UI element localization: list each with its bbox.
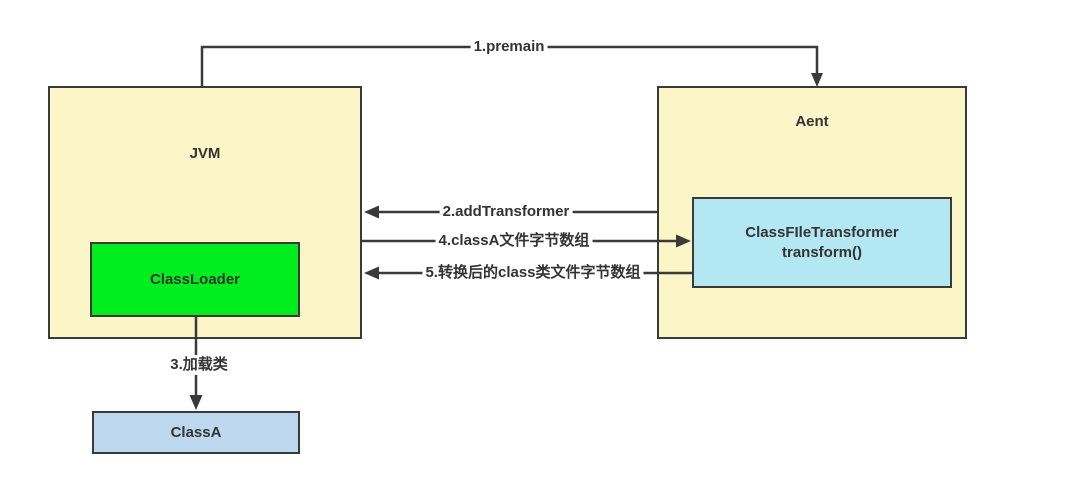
arrowhead-premain-down xyxy=(811,73,823,87)
classa-node: ClassA xyxy=(92,411,300,454)
transformer-node-label-line2: transform() xyxy=(781,243,862,261)
edge-label-premain: 1.premain xyxy=(470,37,548,57)
transformer-node: ClassFIleTransformer transform() xyxy=(692,197,952,288)
jvm-node-label: JVM xyxy=(189,145,221,162)
edge-label-addtransformer: 2.addTransformer xyxy=(439,202,573,222)
edge-label-loadclass: 3.加载类 xyxy=(167,355,231,375)
classloader-node-label: ClassLoader xyxy=(149,270,241,288)
arrowhead-transformedbytes-left xyxy=(364,266,379,280)
agent-node-label: Aent xyxy=(795,113,829,130)
edge-label-classabytes: 4.classA文件字节数组 xyxy=(435,231,593,251)
transformer-node-label-line1: ClassFIleTransformer xyxy=(745,223,899,241)
arrowhead-addtransformer-left xyxy=(364,205,379,219)
classloader-node: ClassLoader xyxy=(90,242,300,317)
arrowhead-loadclass-down xyxy=(189,395,203,410)
edge-label-transformedbytes: 5.转换后的class类文件字节数组 xyxy=(422,263,644,283)
classa-node-label: ClassA xyxy=(170,423,222,441)
